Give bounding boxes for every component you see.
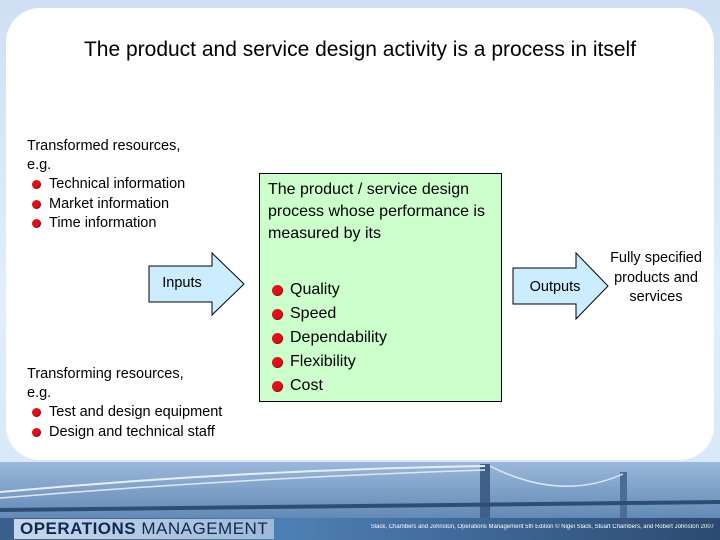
- list-item: Market information: [27, 195, 185, 215]
- bullet-icon: [32, 180, 41, 189]
- bullet-icon: [32, 408, 41, 417]
- list-item: Speed: [268, 302, 387, 326]
- transforming-resources: Transforming resources, e.g. Test and de…: [27, 365, 222, 442]
- bullet-icon: [32, 219, 41, 228]
- transformed-list: Technical information Market information…: [27, 175, 185, 234]
- list-item: Quality: [268, 278, 387, 302]
- list-item: Design and technical staff: [27, 423, 222, 443]
- outputs-description: Fully specified products and services: [610, 250, 702, 305]
- transforming-list: Test and design equipment Design and tec…: [27, 403, 222, 442]
- bullet-icon: [32, 199, 41, 209]
- process-box: The product / service design process who…: [259, 173, 502, 402]
- list-item: Flexibility: [268, 350, 387, 374]
- bullet-icon: [272, 381, 283, 392]
- transforming-heading: Transforming resources,: [27, 366, 184, 382]
- bullet-icon: [272, 333, 283, 344]
- list-item: Dependability: [268, 326, 387, 350]
- slide-title: The product and service design activity …: [83, 38, 637, 61]
- transforming-eg: e.g.: [27, 385, 52, 401]
- bullet-icon: [272, 357, 283, 368]
- footer: OPERATIONS MANAGEMENT Slack, Chambers an…: [0, 462, 720, 540]
- copyright-credit: Slack, Chambers and Johnston, Operations…: [370, 524, 714, 530]
- list-item: Time information: [27, 214, 185, 234]
- bridge-image-icon: [0, 462, 720, 522]
- list-item: Test and design equipment: [27, 403, 222, 423]
- outputs-arrow-icon: [512, 252, 609, 320]
- brand-logo: OPERATIONS MANAGEMENT: [14, 519, 275, 539]
- transformed-eg: e.g.: [27, 157, 52, 173]
- transformed-heading: Transformed resources,: [27, 138, 181, 154]
- transformed-resources: Transformed resources, e.g. Technical in…: [27, 137, 185, 234]
- bullet-icon: [272, 309, 283, 320]
- bullet-icon: [272, 285, 283, 296]
- list-item: Technical information: [27, 175, 185, 195]
- inputs-label: Inputs: [162, 275, 202, 291]
- outputs-label: Outputs: [529, 279, 581, 295]
- inputs-arrow-icon: [148, 252, 245, 316]
- bullet-icon: [32, 427, 41, 437]
- performance-measures: Quality Speed Dependability Flexibility …: [268, 278, 387, 398]
- process-description: The product / service design process who…: [268, 181, 485, 242]
- list-item: Cost: [268, 374, 387, 398]
